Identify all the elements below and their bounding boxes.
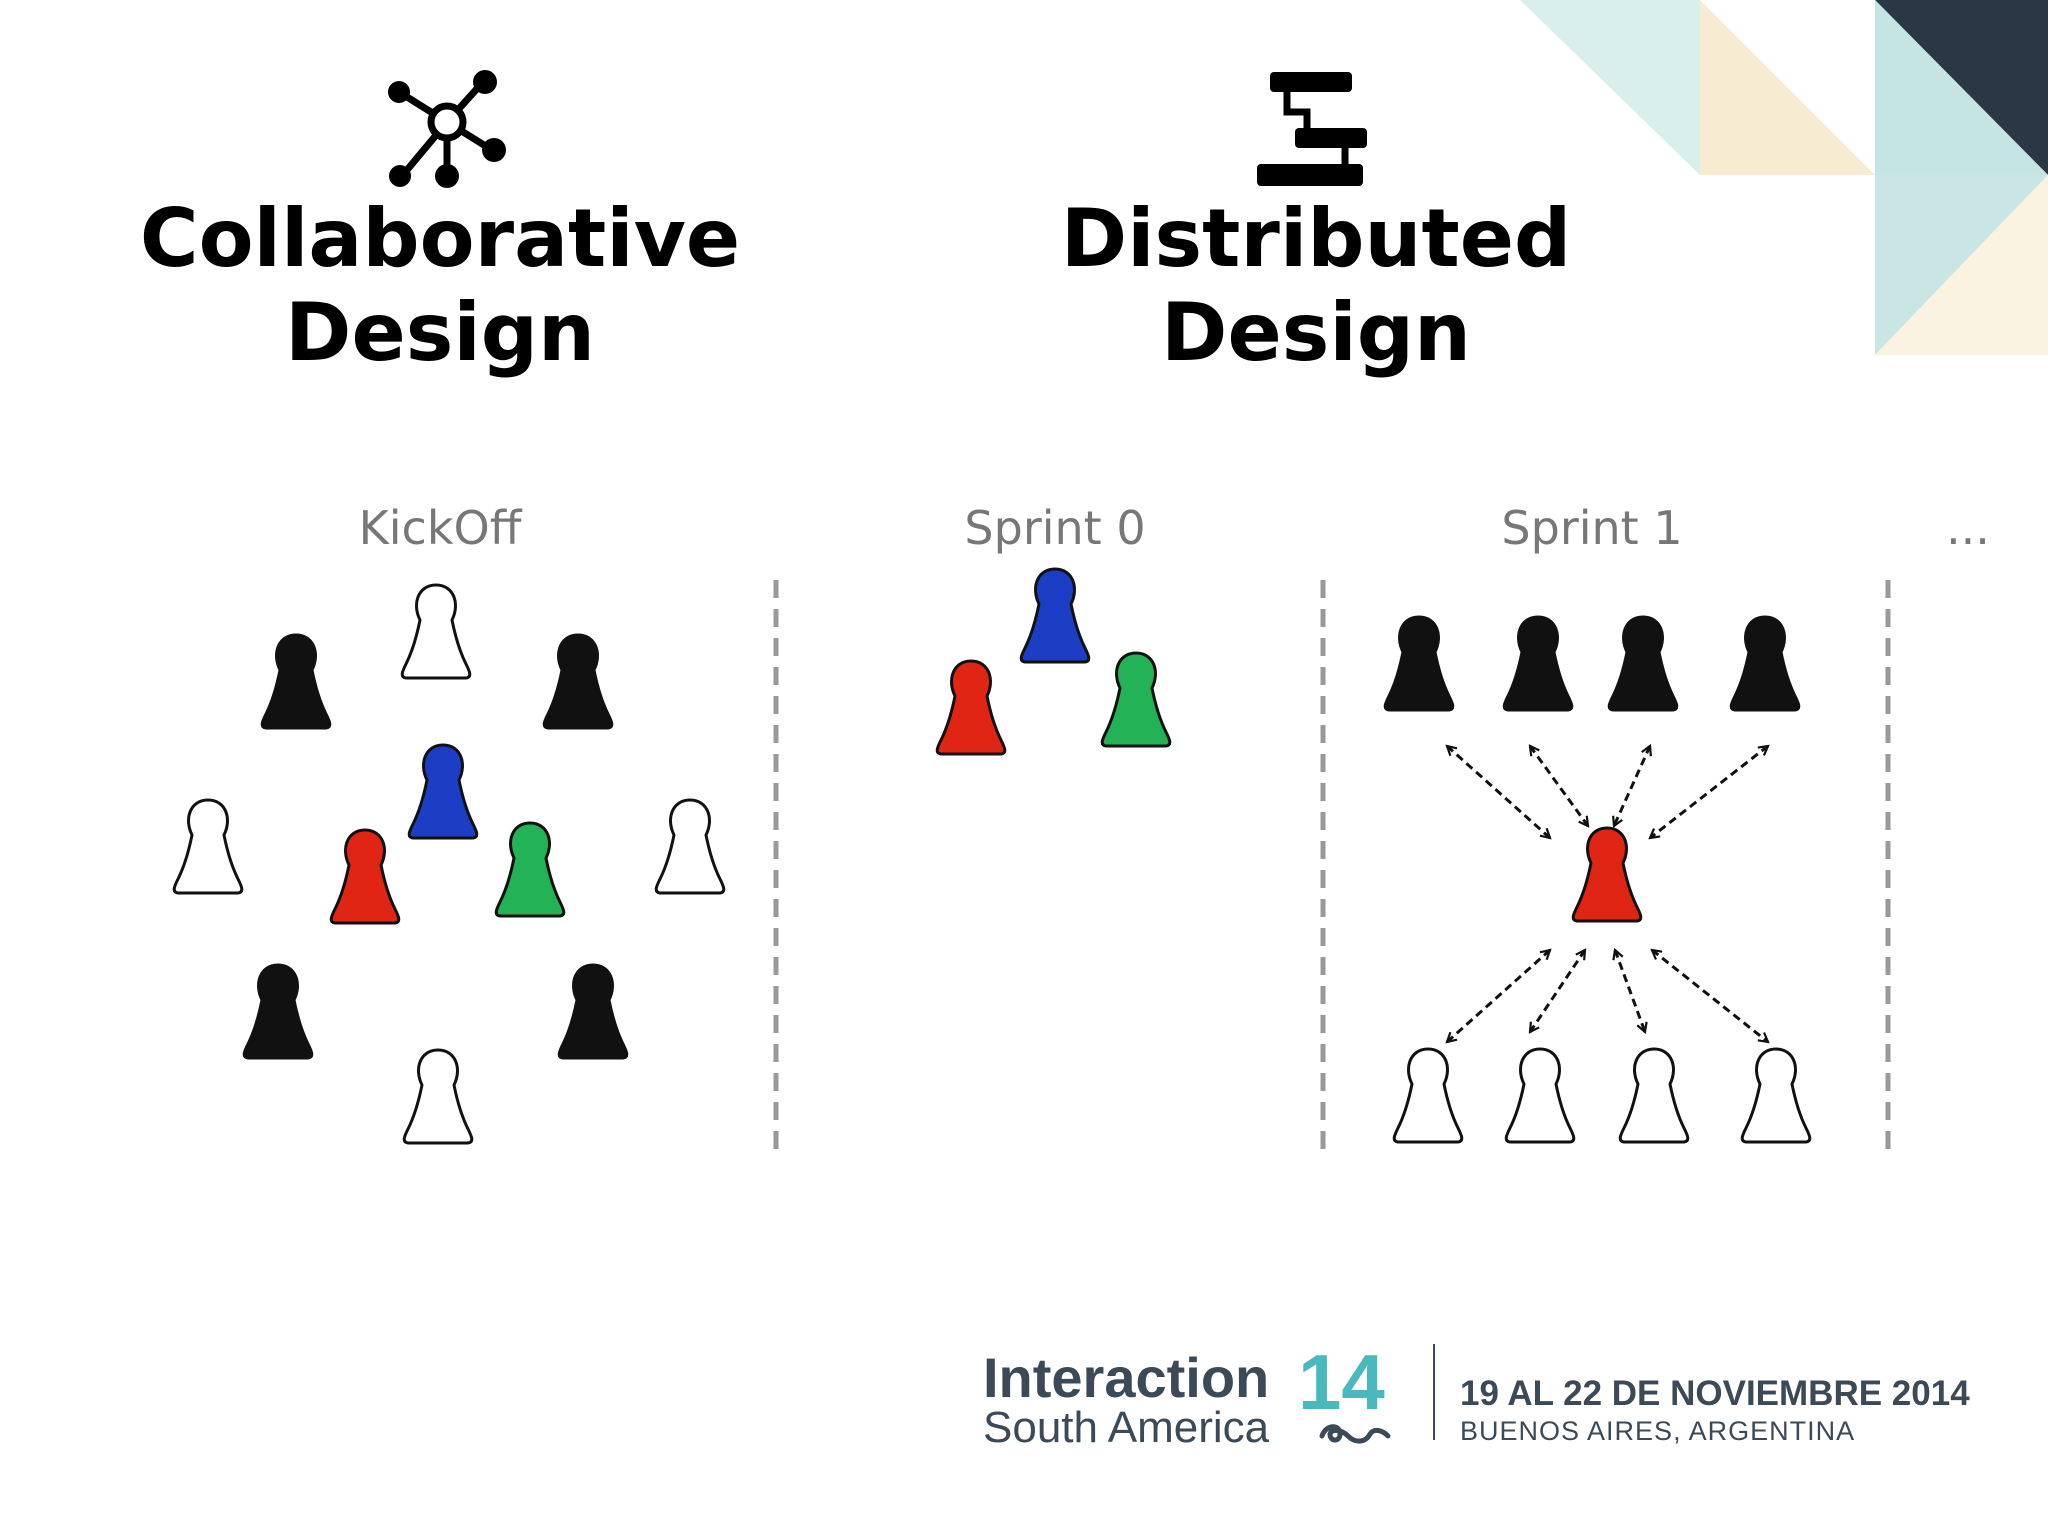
brand-name: Interaction [983, 1346, 1270, 1409]
event-logo: Interaction 14 South America 19 AL 22 DE… [980, 1340, 1980, 1460]
collaborative-design-heading: Collaborative Design [140, 192, 740, 380]
dashed-arrow [1447, 746, 1550, 838]
phase-label-kickoff: KickOff [358, 501, 522, 555]
connection-arrows [1447, 746, 1768, 1042]
brand-region: South America [983, 1403, 1270, 1452]
pawn-black-sprint1-top [1502, 615, 1574, 712]
dashed-arrow [1614, 746, 1650, 826]
pawn-white-kickoff [172, 798, 244, 895]
pawn-black-kickoff [260, 633, 332, 730]
pawn-black-kickoff [557, 963, 629, 1060]
pawn-blue-sprint0 [1019, 567, 1091, 664]
pawn-white-kickoff [400, 583, 472, 680]
pawn-white-sprint1-bottom [1504, 1047, 1576, 1144]
dashed-arrow [1652, 950, 1768, 1042]
staircase-blocks-icon [1257, 72, 1367, 186]
pawn-blue-kickoff [407, 743, 479, 840]
pawn-black-sprint1-top [1383, 615, 1455, 712]
event-dates: 19 AL 22 DE NOVIEMBRE 2014 [1460, 1374, 1970, 1413]
heading-line-1: Distributed [1060, 192, 1572, 285]
dashed-arrow [1447, 950, 1550, 1042]
pawn-black-kickoff [242, 963, 314, 1060]
pawn-green-kickoff [494, 821, 566, 918]
pawn-white-sprint1-bottom [1740, 1047, 1812, 1144]
heading-line-2: Design [1161, 286, 1471, 379]
phase-label-sprint-1: Sprint 1 [1501, 501, 1683, 555]
dashed-arrow [1650, 746, 1768, 838]
heading-line-1: Collaborative [139, 192, 741, 285]
dashed-arrow [1530, 746, 1588, 826]
pawn-white-sprint1-bottom [1618, 1047, 1690, 1144]
brand-number: 14 [1298, 1338, 1385, 1426]
pawn-black-kickoff [542, 633, 614, 730]
event-location: BUENOS AIRES, ARGENTINA [1460, 1416, 1856, 1446]
pawn-white-sprint1-bottom [1392, 1047, 1464, 1144]
pawn-white-kickoff [654, 798, 726, 895]
pawn-black-sprint1-top [1607, 615, 1679, 712]
phase-label-sprint-0: Sprint 0 [964, 501, 1146, 555]
phase-label-more: ... [1946, 501, 1990, 555]
ornament-icon [1319, 1424, 1391, 1444]
pawn-red-sprint1-center [1571, 826, 1643, 923]
pawn-red-sprint0 [935, 659, 1007, 756]
pawn-black-sprint1-top [1729, 615, 1801, 712]
heading-line-2: Design [285, 286, 595, 379]
dashed-arrow [1615, 950, 1645, 1032]
pawn-white-kickoff [402, 1048, 474, 1145]
network-hub-icon [388, 70, 506, 188]
distributed-design-heading: Distributed Design [1061, 192, 1572, 380]
logo-separator [1433, 1344, 1435, 1440]
pawn-red-kickoff [329, 828, 401, 925]
pawn-green-sprint0 [1100, 651, 1172, 748]
dashed-arrow [1530, 950, 1585, 1032]
